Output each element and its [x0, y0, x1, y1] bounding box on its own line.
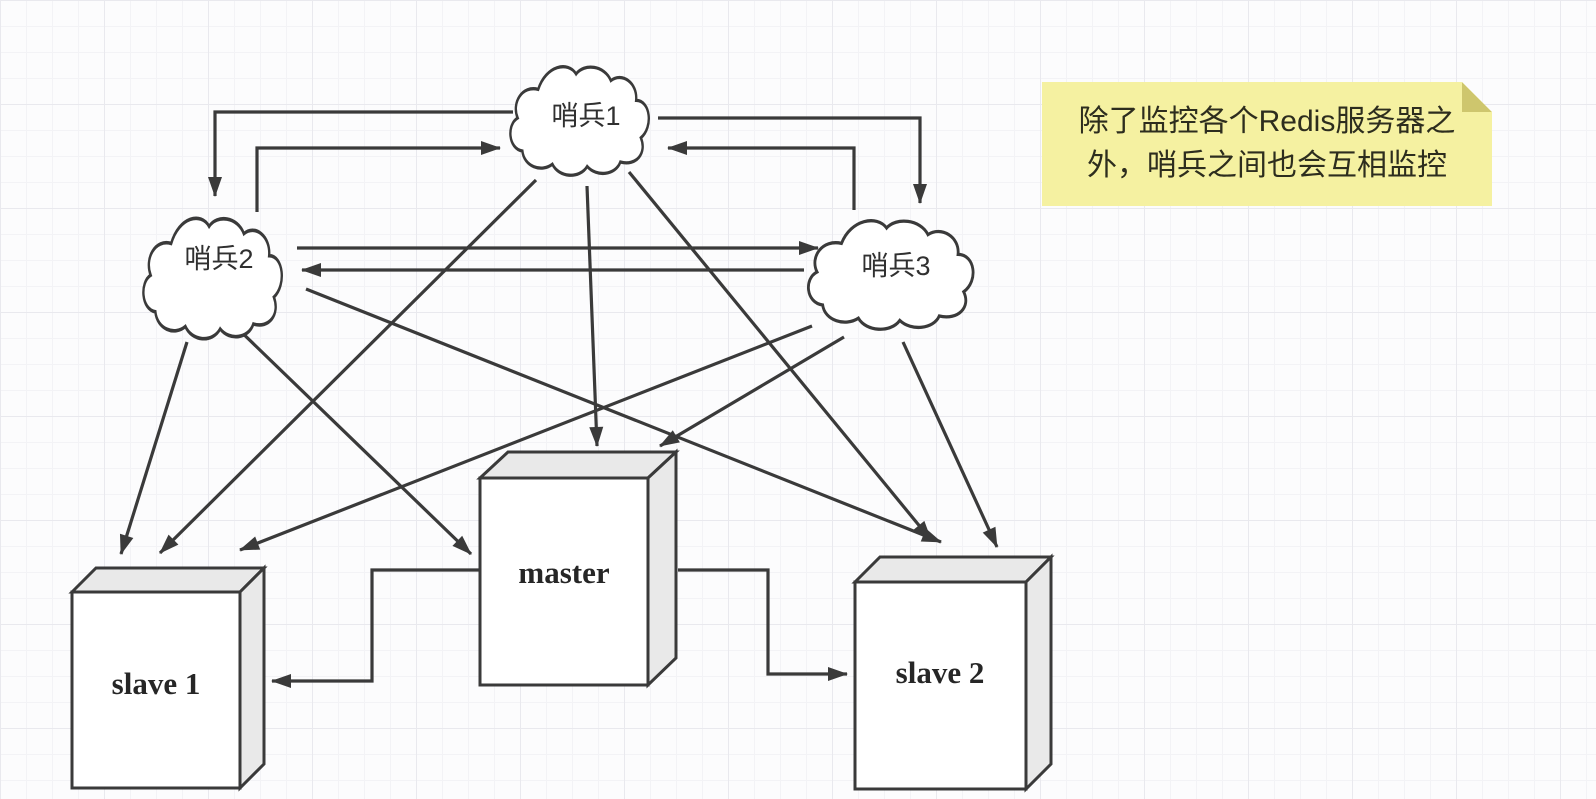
sentinel3-label: 哨兵3: [861, 251, 930, 281]
edge-sentinel2-to-slave1: [119, 341, 189, 555]
edge-sentinel3-to-master: [659, 335, 845, 448]
sentinel2-label: 哨兵2: [184, 244, 253, 274]
edge-sentinel2-to-sentinel1: [255, 141, 501, 212]
node-master: master: [476, 448, 680, 689]
edge-sentinel1-to-sentinel3: [658, 116, 927, 204]
node-sentinel2: 哨兵2: [141, 216, 284, 341]
master-top-face: [476, 450, 680, 480]
node-slave1: slave 1: [68, 564, 268, 792]
slave1-top-face: [68, 566, 268, 594]
edge-sentinel2-to-master: [231, 322, 473, 556]
slave2-front-face: [853, 580, 1028, 791]
sticky-note: 除了监控各个Redis服务器之 外，哨兵之间也会互相监控: [1042, 82, 1492, 206]
edge-sentinel1-to-slave1: [158, 178, 538, 555]
sentinel2-cloud-shape: [141, 216, 284, 341]
master-front-face: [478, 476, 650, 687]
edge-sentinel3-to-slave1: [239, 324, 813, 552]
slave2-side-face: [1024, 553, 1053, 793]
slave1-label: slave 1: [112, 666, 201, 701]
node-sentinel3: 哨兵3: [806, 219, 975, 331]
master-label: master: [518, 555, 609, 590]
master-side-face: [646, 448, 678, 689]
edge-sentinel3-to-sentinel1: [667, 141, 856, 210]
edge-master-to-slave1: [271, 568, 480, 688]
sentinel1-label: 哨兵1: [551, 101, 620, 131]
edge-sentinel3-to-slave2: [901, 341, 999, 548]
edge-master-to-slave2: [678, 568, 848, 681]
slave2-top-face: [851, 555, 1055, 584]
node-sentinel1: 哨兵1: [508, 65, 651, 177]
note-text-line1: 除了监控各个Redis服务器之: [1078, 105, 1456, 138]
node-slave2: slave 2: [851, 553, 1055, 793]
edge-sentinel1-to-master: [585, 185, 604, 447]
slave1-side-face: [238, 564, 266, 792]
slave1-front-face: [70, 590, 242, 790]
edge-sentinel1-to-slave2: [627, 170, 933, 542]
edge-sentinel1-to-sentinel2: [208, 110, 513, 197]
slave2-label: slave 2: [896, 655, 985, 690]
note-text-line2: 外，哨兵之间也会互相监控: [1087, 149, 1447, 182]
edge-sentinel2-to-slave2: [305, 287, 942, 544]
